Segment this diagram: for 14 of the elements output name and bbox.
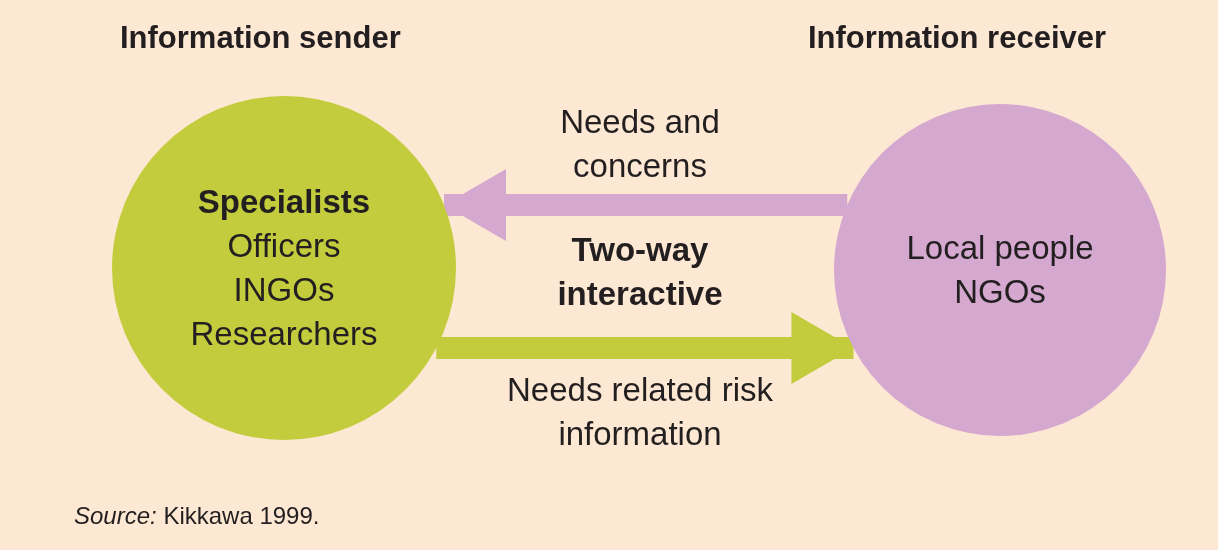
column-heading: Information receiver bbox=[808, 20, 1107, 56]
node-heading: Specialists bbox=[197, 182, 371, 222]
edge-label: Needs related risk information bbox=[506, 370, 774, 454]
node-text: NGOs bbox=[954, 272, 1046, 312]
center-label: Two-way interactive bbox=[556, 230, 724, 314]
column-heading: Information sender bbox=[120, 20, 401, 56]
node-text: Officers bbox=[227, 226, 341, 266]
edge-label: Needs and concerns bbox=[559, 102, 721, 186]
node-text: Researchers bbox=[190, 314, 378, 354]
node-text: INGOs bbox=[233, 270, 335, 310]
source-caption: Source: Kikkawa 1999. bbox=[74, 502, 320, 530]
arrow bbox=[444, 169, 848, 241]
arrow bbox=[436, 312, 854, 384]
node-text: Local people bbox=[906, 228, 1094, 268]
